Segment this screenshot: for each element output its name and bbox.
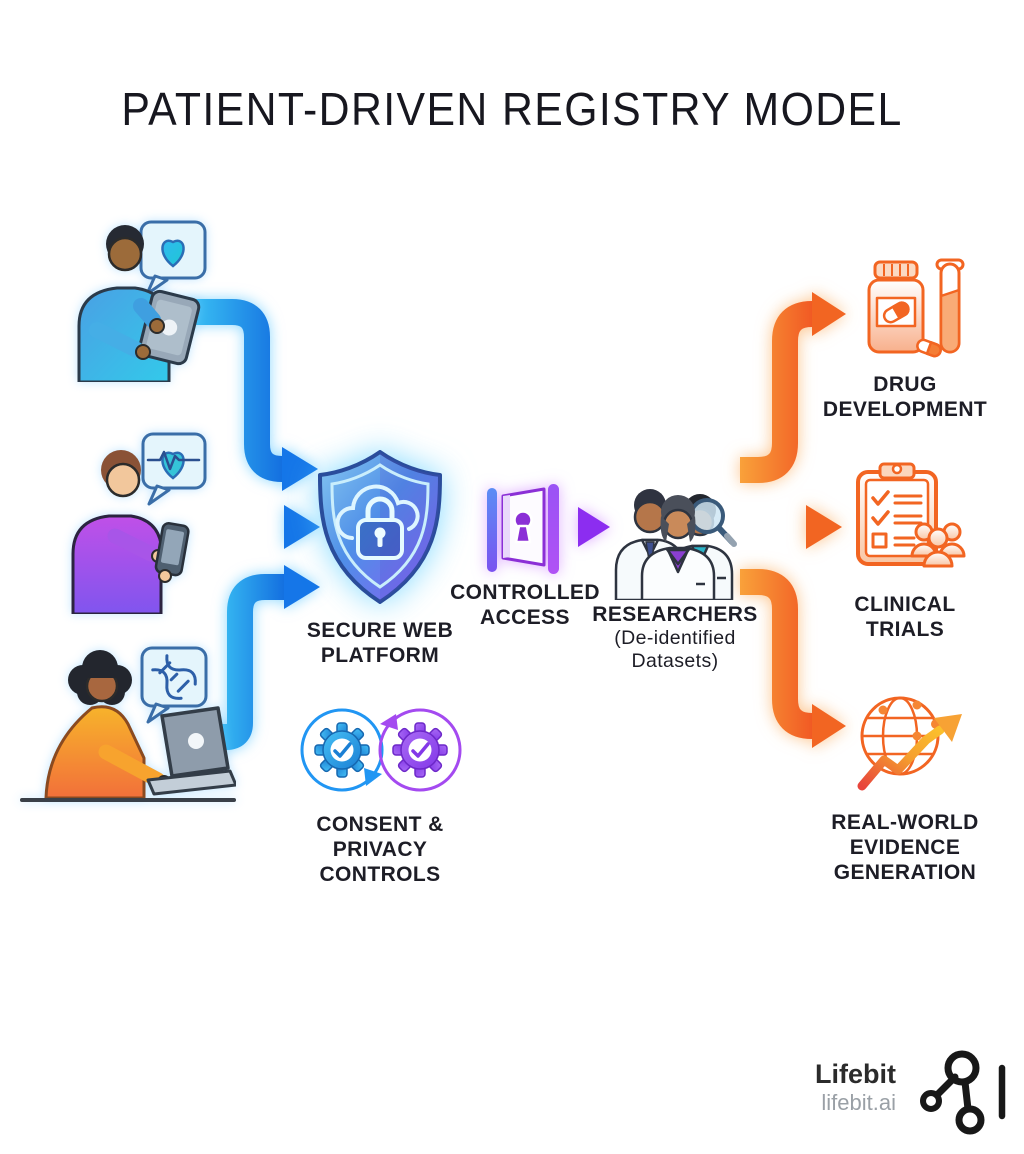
access-arrows — [450, 507, 610, 547]
label-line: GENERATION — [833, 861, 977, 884]
label-line: CONSENT & — [316, 813, 444, 836]
patient-arrows — [186, 299, 320, 750]
lifebit-wordmark: Lifebit — [815, 1059, 896, 1089]
researchers-group-icon — [614, 489, 737, 600]
gear-check-blue — [314, 722, 370, 778]
label-line: DRUG — [873, 373, 937, 396]
lifebit-logo: Lifebit lifebit.ai — [784, 1059, 896, 1115]
clinical-trials-label: CLINICAL TRIALS — [815, 592, 995, 642]
padlock-icon — [356, 496, 404, 560]
magnifier-icon — [689, 498, 737, 547]
patient-tablet-figure — [77, 220, 207, 382]
label-line: CONTROLS — [319, 863, 441, 886]
label-line: CLINICAL — [854, 593, 956, 616]
label-line: SECURE WEB — [306, 619, 454, 642]
speech-bubble-heart-icon — [139, 220, 207, 296]
patient-laptop-figure — [20, 646, 236, 802]
laptop-icon — [146, 706, 236, 796]
label-line: Datasets) — [631, 650, 719, 672]
label-line: CONTROLLED — [450, 581, 600, 604]
label-line: PRIVACY — [332, 838, 428, 861]
consent-label: CONSENT & PRIVACY CONTROLS — [290, 812, 470, 887]
gear-check-purple — [392, 722, 448, 778]
researchers-label: RESEARCHERS (De-identified Datasets) — [585, 602, 765, 673]
gate-keyhole-icon — [487, 484, 559, 574]
globe-growth-icon — [857, 696, 962, 791]
drug-development-label: DRUG DEVELOPMENT — [815, 372, 995, 422]
clipboard-participants-icon — [856, 462, 966, 568]
label-line: ACCESS — [480, 606, 570, 629]
real-world-evidence-label: REAL-WORLD EVIDENCE GENERATION — [815, 810, 995, 885]
speech-bubble-dna-icon — [140, 646, 208, 724]
label-line: TRIALS — [865, 618, 945, 641]
label-line: EVIDENCE — [849, 836, 961, 859]
secure-platform-label: SECURE WEB PLATFORM — [280, 618, 480, 668]
label-line: REAL-WORLD — [831, 811, 979, 834]
lifebit-mark-icon — [920, 1050, 1006, 1135]
pill-bottle-test-tube-icon — [867, 258, 965, 358]
page-title: PATIENT-DRIVEN REGISTRY MODEL — [121, 83, 903, 135]
label-line: PLATFORM — [320, 644, 440, 667]
controlled-access-label: CONTROLLED ACCESS — [435, 580, 615, 630]
consent-gears-icon — [300, 708, 462, 792]
label-line: RESEARCHERS — [592, 603, 758, 626]
label-line: DEVELOPMENT — [822, 398, 988, 421]
shield-cloud-lock-icon — [318, 450, 442, 604]
outcome-arrows — [740, 292, 846, 748]
label-line: (De-identified — [614, 627, 736, 649]
speech-bubble-heart-pulse-icon — [141, 432, 207, 506]
cloud-icon — [335, 484, 420, 540]
patient-phone-figure — [71, 432, 207, 614]
lifebit-domain: lifebit.ai — [821, 1089, 896, 1115]
smartphone-icon — [154, 522, 190, 577]
